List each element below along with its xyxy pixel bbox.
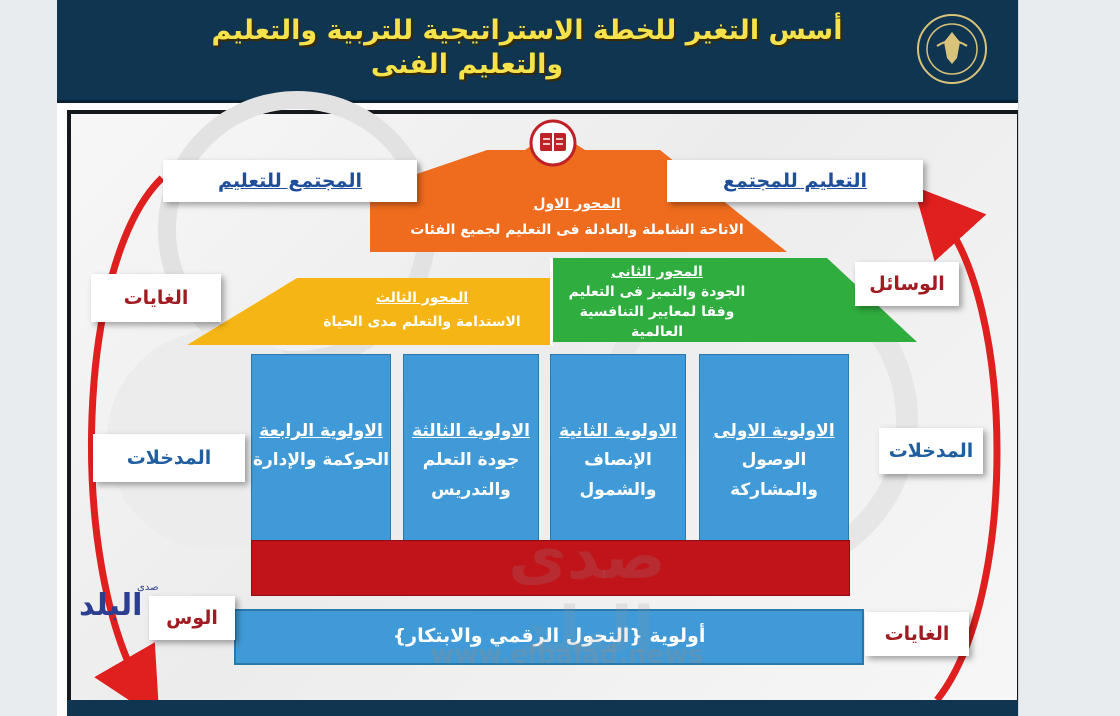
pillar-first: المحور الاول الاتاحة الشاملة والعادلة فى… [377,194,777,240]
label-inputs-right: المدخلات [879,428,983,474]
priority-3-title: الاولوية الثالثة [412,421,530,441]
priority-3-line2: والتدريس [431,480,511,500]
priority-column-3: الاولوية الثالثة جودة التعلم والتدريس [403,354,539,542]
slide-header: أسس التغير للخطة الاستراتيجية للتربية وا… [57,0,1018,103]
label-goals-left: الغايات [91,274,221,322]
pillar-third-text: الاستدامة والتعلم مدى الحياة [323,314,521,330]
label-community-for-education: المجتمع للتعليم [163,160,417,202]
pillar-first-text: الاتاحة الشاملة والعادلة فى التعليم لجمي… [410,222,744,238]
label-means-right-text: الوسائل [869,273,945,295]
priority-3-line1: جودة التعلم [422,450,520,470]
bottom-band [67,700,1018,716]
pillar-third: المحور الثالث الاستدامة والتعلم مدى الحي… [297,288,547,332]
priority-column-1: الاولوية الاولى الوصول والمشاركة [699,354,849,542]
book-icon [540,133,566,151]
pillar-first-title: المحور الاول [533,196,621,212]
pillar-second-title: المحور الثانى [611,264,703,280]
label-inputs-right-text: المدخلات [888,440,974,462]
slide-title: أسس التغير للخطة الاستراتيجية للتربية وا… [157,14,897,82]
title-line-2: والتعليم الفنى [370,49,564,80]
ministry-seal-icon [917,14,987,84]
label-inputs-left-text: المدخلات [126,447,212,469]
channel-logo-text: البلد [79,588,143,623]
priority-1-line1: الوصول [741,450,807,470]
right-gutter [1018,0,1120,716]
priority-2-line2: والشمول [579,480,657,500]
priority-1-title: الاولوية الاولى [713,421,835,441]
label-means-right: الوسائل [855,262,959,306]
priority-2-line1: الإنصاف [584,450,652,470]
label-community-for-education-text: المجتمع للتعليم [218,170,362,192]
title-line-1: أسس التغير للخطة الاستراتيجية للتربية وا… [211,15,843,46]
label-goals-bottom-right-text: الغايات [884,623,950,645]
label-inputs-left: المدخلات [93,434,245,482]
label-education-for-community-text: التعليم للمجتمع [723,170,867,192]
priority-4-title: الاولوية الرابعة [259,421,383,441]
label-means-left: الوس [149,596,235,640]
slide: أسس التغير للخطة الاستراتيجية للتربية وا… [57,0,1018,716]
label-education-for-community: التعليم للمجتمع [667,160,923,202]
priority-1-line2: والمشاركة [730,480,818,500]
priority-4-line1: الحوكمة والإدارة [252,450,390,470]
watermark-brand: صدى البلد [508,520,666,668]
label-goals-bottom-right: الغايات [865,612,969,656]
channel-logo-small: صدى [137,582,159,593]
channel-logo: البلد صدى [75,578,175,642]
priority-2-title: الاولوية الثانية [559,421,677,441]
priority-column-2: الاولوية الثانية الإنصاف والشمول [550,354,686,542]
left-cycle-arrow [87,175,165,716]
watermark-site-url: www.elbalad.news [430,640,704,670]
roof-left-yellow [187,278,550,345]
pillar-second-line2: وفقا لمعايير التنافسية العالمية [579,304,735,340]
label-means-left-text: الوس [166,607,218,629]
roof-divider [550,258,553,346]
house-base [251,540,850,596]
digital-priority-bar: أولوية {التحول الرقمي والابتكار} [234,609,864,665]
left-gutter [0,0,58,716]
pillar-second-line1: الجودة والتميز فى التعليم [568,284,746,300]
label-goals-left-text: الغايات [123,287,189,309]
roof-right-green [552,258,917,342]
priority-column-4: الاولوية الرابعة الحوكمة والإدارة [251,354,391,542]
pillar-second: المحور الثانى الجودة والتميز فى التعليم … [557,262,757,342]
pillar-third-title: المحور الثالث [375,290,469,306]
